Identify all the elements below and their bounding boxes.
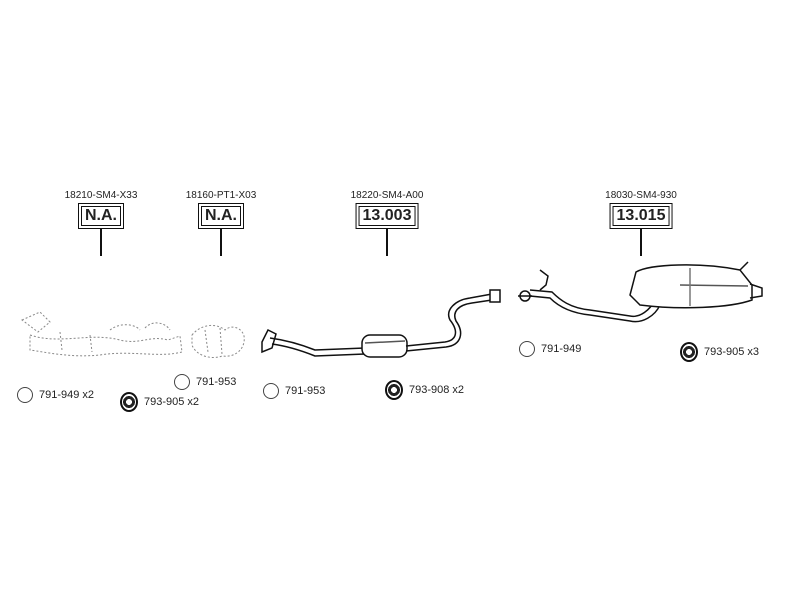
part-code-converter[interactable]: N.A. — [198, 203, 244, 229]
accessory-label: 793-905 x2 — [144, 396, 200, 408]
ring-clamp-icon — [174, 374, 190, 390]
accessory-item[interactable]: 793-905 x3 — [680, 342, 759, 362]
accessory-label: 793-908 x2 — [409, 384, 465, 396]
accessory-item[interactable]: 791-949 — [519, 341, 581, 357]
rear-silencer-assembly — [518, 261, 763, 323]
ring-clamp-icon — [519, 341, 535, 357]
accessory-item[interactable]: 791-953 — [174, 374, 236, 390]
part-number-converter: 18160-PT1-X03 — [185, 190, 257, 201]
ring-clamp-icon — [263, 383, 279, 399]
rubber-hanger-icon — [385, 380, 403, 400]
part-code-manifold[interactable]: N.A. — [78, 203, 124, 229]
accessory-item[interactable]: 791-949 x2 — [17, 387, 94, 403]
exhaust-manifold-outline — [21, 311, 183, 357]
part-number-manifold: 18210-SM4-X33 — [64, 190, 138, 201]
accessory-item[interactable]: 793-908 x2 — [385, 380, 464, 400]
accessory-label: 793-905 x3 — [704, 346, 760, 358]
part-number-rear-silencer: 18030-SM4-930 — [605, 190, 677, 201]
part-code-rear-silencer[interactable]: 13.015 — [609, 203, 673, 229]
ring-clamp-icon — [17, 387, 33, 403]
middle-silencer-assembly — [261, 289, 501, 358]
part-code-middle-silencer[interactable]: 13.003 — [355, 203, 419, 229]
accessory-item[interactable]: 791-953 — [263, 383, 325, 399]
leader-line-converter — [220, 229, 222, 256]
accessory-label: 791-949 — [541, 343, 582, 355]
rubber-hanger-icon — [680, 342, 698, 362]
rubber-hanger-icon — [120, 392, 138, 412]
accessory-label: 791-949 x2 — [39, 389, 95, 401]
accessory-label: 791-953 — [196, 376, 237, 388]
converter-outline — [191, 324, 245, 359]
accessory-label: 791-953 — [285, 385, 326, 397]
part-number-middle-silencer: 18220-SM4-A00 — [350, 190, 424, 201]
leader-line-rear-silencer — [640, 229, 642, 256]
leader-line-middle-silencer — [386, 229, 388, 256]
leader-line-manifold — [100, 229, 102, 256]
accessory-item[interactable]: 793-905 x2 — [120, 392, 199, 412]
